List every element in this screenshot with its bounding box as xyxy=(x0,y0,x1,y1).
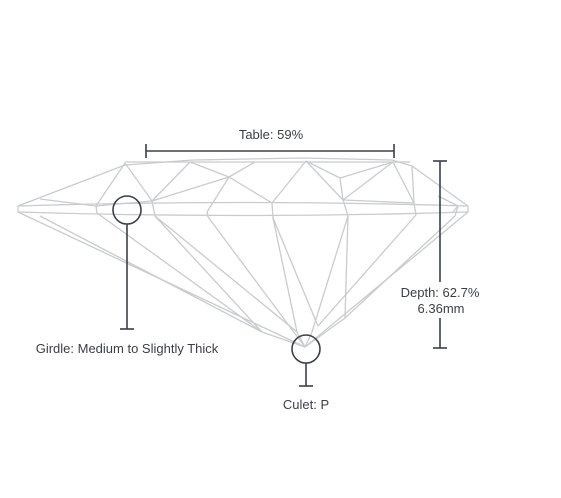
crown-facet xyxy=(228,160,307,204)
pavilion-facet xyxy=(304,317,346,348)
crown-facet xyxy=(206,176,230,213)
girdle-mark xyxy=(95,205,98,214)
crown-facet xyxy=(342,199,415,204)
crown-facet xyxy=(437,195,459,214)
depth-percent-label: Depth: 62.7% xyxy=(401,285,480,300)
pavilion-facet xyxy=(154,215,263,333)
pavilion-facet xyxy=(39,215,263,333)
culet-callout-circle xyxy=(291,334,321,364)
crown-facet xyxy=(305,160,341,179)
crown-facet xyxy=(228,161,256,178)
pavilion-facet xyxy=(311,215,349,333)
table-label: Table: 59% xyxy=(239,127,304,142)
girdle-mark xyxy=(151,200,156,217)
girdle-mark xyxy=(206,211,209,218)
pavilion-facet xyxy=(344,215,349,319)
pavilion-facet xyxy=(207,216,306,348)
girdle-mark xyxy=(413,202,417,216)
pavilion-facet xyxy=(272,217,298,333)
girdle-mark xyxy=(342,199,349,217)
depth-mm-label: 6.36mm xyxy=(418,301,465,316)
pavilion-facet xyxy=(317,214,417,327)
girdle-callout xyxy=(112,195,142,330)
culet-callout xyxy=(291,334,321,387)
pavilion-facet xyxy=(272,217,319,327)
girdle-mark xyxy=(454,205,459,217)
diamond-facets xyxy=(17,157,469,348)
crown-facet xyxy=(392,161,415,204)
table-measure xyxy=(145,144,395,158)
crown-facet xyxy=(95,200,153,207)
crown-facet xyxy=(39,198,97,207)
girdle-label: Girdle: Medium to Slightly Thick xyxy=(36,341,219,356)
crown-facet xyxy=(95,162,126,207)
crown-outline xyxy=(17,157,469,207)
crown-facet xyxy=(411,165,415,204)
pavilion-facet xyxy=(96,212,263,333)
pavilion-facet xyxy=(344,215,456,319)
depth-label-bg xyxy=(396,282,484,318)
pavilion-facet xyxy=(154,215,298,333)
girdle-band-bottom xyxy=(17,211,469,217)
culet-label: Culet: P xyxy=(283,397,329,412)
pavilion-facet xyxy=(261,331,306,348)
girdle-mark xyxy=(271,202,274,219)
girdle-callout-circle xyxy=(112,195,142,225)
crown-facet xyxy=(124,161,191,202)
